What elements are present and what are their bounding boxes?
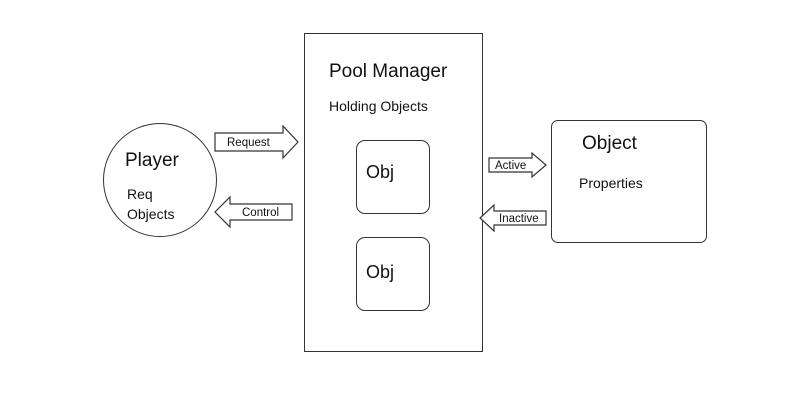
request-label: Request <box>227 137 271 149</box>
pool-manager-subtitle: Holding Objects <box>329 98 428 114</box>
player-node <box>103 123 217 237</box>
pooled-object-slot <box>356 140 430 214</box>
player-label-line2: Objects <box>127 206 175 222</box>
player-title: Player <box>125 150 179 171</box>
control-arrow <box>214 195 293 229</box>
object-subtitle: Properties <box>579 175 643 191</box>
object-title: Object <box>582 133 637 154</box>
player-label-line1: Req <box>127 186 153 202</box>
pooled-object-label: Obj <box>366 162 395 182</box>
pooled-object-slot <box>356 237 430 311</box>
control-label: Control <box>242 207 279 219</box>
active-arrow <box>488 151 547 179</box>
inactive-label: Inactive <box>499 213 539 225</box>
request-arrow <box>214 124 299 160</box>
pool-manager-title: Pool Manager <box>329 61 448 82</box>
inactive-arrow <box>479 203 547 233</box>
object-node <box>551 120 707 243</box>
pooled-object-label: Obj <box>366 262 395 282</box>
active-label: Active <box>495 160 526 172</box>
